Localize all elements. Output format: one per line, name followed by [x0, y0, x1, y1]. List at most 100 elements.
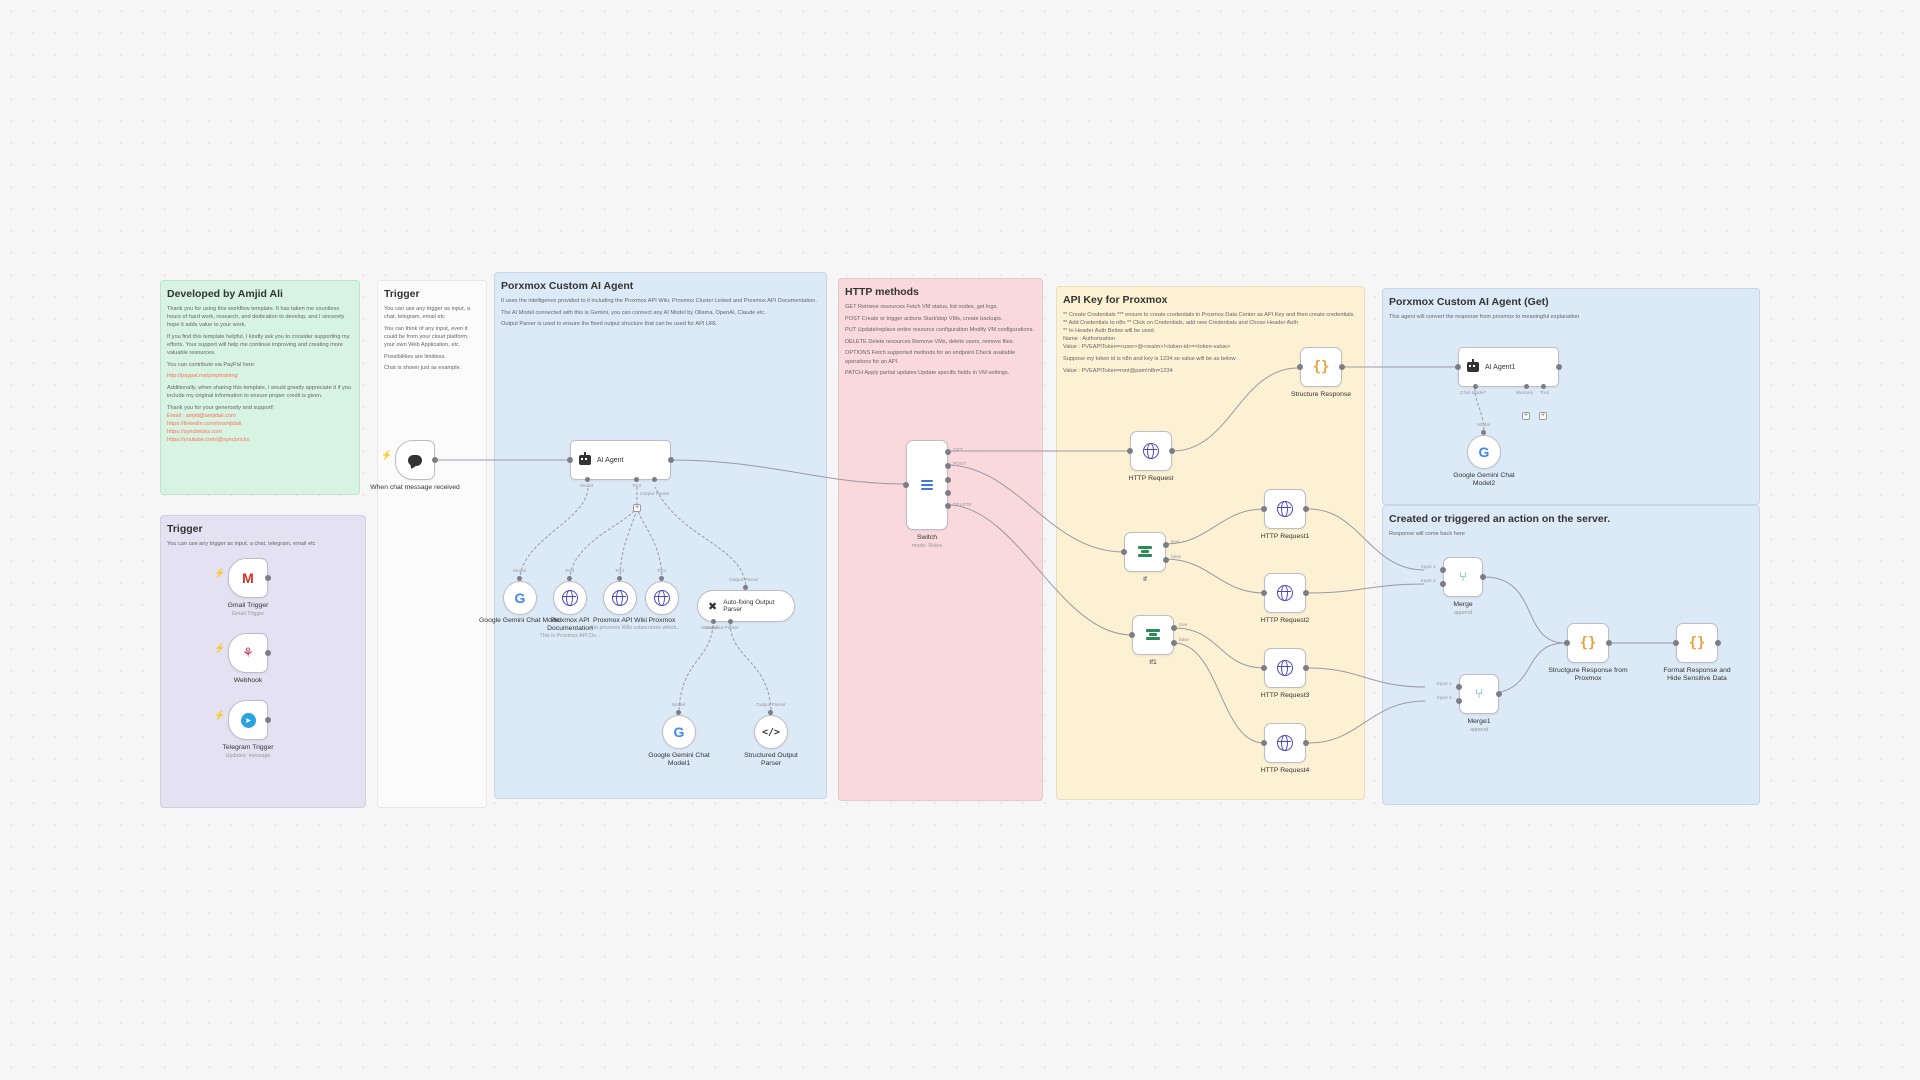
proxmox-tool-node[interactable]: Tool Proxmox becomes which... — [639, 569, 681, 631]
merge-input-1[interactable] — [1440, 567, 1446, 573]
model-port[interactable] — [585, 477, 590, 482]
output-port[interactable] — [1303, 506, 1309, 512]
switch-out-3[interactable] — [945, 477, 951, 483]
sticky-trigger-mid[interactable]: Trigger You can use any trigger as input… — [377, 280, 487, 808]
input-port[interactable] — [903, 482, 909, 488]
add-tool-plus-icon[interactable]: + — [633, 504, 641, 512]
parser-output-port[interactable] — [768, 710, 773, 715]
model-output-port[interactable] — [1481, 430, 1486, 435]
gemini-model1-node[interactable]: Model G Google Gemini Chat Model1 — [648, 703, 710, 767]
http-request1-node[interactable]: HTTP Request1 — [1261, 489, 1309, 540]
switch-out-4[interactable] — [945, 490, 951, 496]
output-port[interactable] — [265, 575, 271, 581]
tool-output-port[interactable] — [617, 576, 622, 581]
http-post: POST Create or trigger actions Start/sto… — [845, 315, 1003, 322]
email-link[interactable]: Email : amjid@amjidali.com — [167, 412, 236, 419]
input-port[interactable] — [1261, 590, 1267, 596]
switch-out-1[interactable] — [945, 449, 951, 455]
input-port[interactable] — [1261, 506, 1267, 512]
output-port[interactable] — [1339, 364, 1345, 370]
if-node[interactable]: true false If — [1121, 532, 1181, 583]
http-request4-node[interactable]: HTTP Request4 — [1261, 723, 1309, 774]
if-false-port[interactable] — [1163, 557, 1169, 563]
parser-output-port[interactable] — [743, 585, 748, 590]
output-port[interactable] — [1303, 665, 1309, 671]
http-put: PUT Update/replace entire resource confi… — [845, 327, 1034, 334]
output-port[interactable] — [1169, 448, 1175, 454]
http-request-node[interactable]: HTTP Request — [1127, 431, 1175, 482]
paypal-link[interactable]: http://paypal.me/pmptraining — [167, 373, 238, 380]
input-port[interactable] — [567, 457, 573, 463]
memory-port[interactable] — [1524, 384, 1529, 389]
structure-response-proxmox-node[interactable]: {} Structgure Response from Proxmox — [1548, 623, 1628, 682]
input-port[interactable] — [1261, 740, 1267, 746]
output-port[interactable] — [1606, 640, 1612, 646]
http-request3-node[interactable]: HTTP Request3 — [1261, 648, 1309, 699]
proxmox-api-doc-node[interactable]: Tool Proxmox API Documentation This is P… — [539, 569, 600, 639]
proxmox-api-wiki-node[interactable]: Tool Proxmox API Wiki the proxmox Wiki c… — [590, 569, 647, 631]
autofix-parser-port[interactable] — [728, 619, 733, 624]
merge-input-2[interactable] — [1440, 581, 1446, 587]
tool-port[interactable] — [1541, 384, 1546, 389]
tool-output-port[interactable] — [659, 576, 664, 581]
webhook-node[interactable]: ⚡ ⚘ Webhook — [214, 633, 271, 684]
auto-fixing-parser-node[interactable]: Output Parser ✖ Auto-fixing Output Parse… — [697, 578, 795, 631]
merge1-node[interactable]: ⑂ Input 1 Input 2 Merge1 append — [1437, 674, 1502, 733]
model-output-port[interactable] — [517, 576, 522, 581]
output-parser-port[interactable] — [652, 477, 657, 482]
output-port[interactable] — [1303, 740, 1309, 746]
structured-parser-node[interactable]: Output Parser </> Structured Output Pars… — [744, 703, 798, 767]
if1-node[interactable]: true false If1 — [1129, 615, 1189, 666]
input-port[interactable] — [1564, 640, 1570, 646]
input-port[interactable] — [1127, 448, 1133, 454]
youtube-link[interactable]: https://youtube.com/@syncbricks — [167, 437, 250, 444]
output-port[interactable] — [1715, 640, 1721, 646]
input-port[interactable] — [1455, 364, 1461, 370]
add-memory-plus-icon[interactable]: + — [1522, 412, 1530, 420]
tool-output-port[interactable] — [567, 576, 572, 581]
http-request2-node[interactable]: HTTP Request2 — [1261, 573, 1309, 624]
http-patch: PATCH Apply partial updates Update speci… — [845, 370, 1010, 377]
output-port[interactable] — [1496, 691, 1502, 697]
gmail-trigger-node[interactable]: ⚡ M Gmail Trigger Gmail Trigger — [214, 558, 271, 617]
ai-agent-node[interactable]: AI Agent Model Tool Output Parser + — [567, 440, 674, 512]
output-port[interactable] — [1303, 590, 1309, 596]
switch-node[interactable]: GET POST DELETE Switch mode: Rules — [903, 440, 972, 549]
input-port[interactable] — [1261, 665, 1267, 671]
gemini-model-node[interactable]: Model G Google Gemini Chat Model — [479, 569, 561, 624]
output-port[interactable] — [265, 717, 271, 723]
linkedin-link[interactable]: https://linkedin.com/in/amjidali — [167, 420, 242, 427]
input-port[interactable] — [1129, 632, 1135, 638]
output-port[interactable] — [265, 650, 271, 656]
output-port[interactable] — [668, 457, 674, 463]
input-port[interactable] — [1121, 549, 1127, 555]
merge1-input-2[interactable] — [1456, 698, 1462, 704]
format-response-node[interactable]: {} Format Response and Hide Sensitive Da… — [1663, 623, 1731, 682]
telegram-trigger-node[interactable]: ⚡ ➤ Telegram Trigger Updates: message — [214, 700, 274, 759]
add-tool-plus-icon[interactable]: + — [1539, 412, 1547, 420]
tool-port[interactable] — [634, 477, 639, 482]
merge1-input-1[interactable] — [1456, 684, 1462, 690]
merge-node[interactable]: ⑂ Input 1 Input 2 Merge append — [1421, 557, 1486, 616]
input-port[interactable] — [1297, 364, 1303, 370]
structure-response-node[interactable]: {} Structure Response — [1291, 347, 1351, 398]
switch-out-5[interactable] — [945, 503, 951, 509]
sticky-agent-get[interactable]: Porxmox Custom AI Agent (Get) This agent… — [1382, 288, 1760, 505]
output-port[interactable] — [1556, 364, 1562, 370]
model-output-port[interactable] — [676, 710, 681, 715]
if1-true-port[interactable] — [1171, 625, 1177, 631]
chat-trigger-node[interactable]: ⚡ When chat message received — [370, 440, 460, 491]
if-true-port[interactable] — [1163, 542, 1169, 548]
sticky-developer[interactable]: Developed by Amjid Ali Thank you for usi… — [160, 280, 360, 495]
autofix-model-port[interactable] — [711, 619, 716, 624]
output-port[interactable] — [432, 457, 438, 463]
output-port[interactable] — [1480, 574, 1486, 580]
gemini-model2-node[interactable]: Model G Google Gemini Chat Model2 — [1453, 423, 1515, 487]
website-link[interactable]: https://syncbricks.com — [167, 428, 223, 435]
ai-agent1-node[interactable]: AI Agent1 Chat Model* Memory Tool + + — [1455, 347, 1562, 420]
switch-out-2[interactable] — [945, 463, 951, 469]
input-port[interactable] — [1673, 640, 1679, 646]
chat-model-port[interactable] — [1473, 384, 1478, 389]
if1-false-port[interactable] — [1171, 640, 1177, 646]
